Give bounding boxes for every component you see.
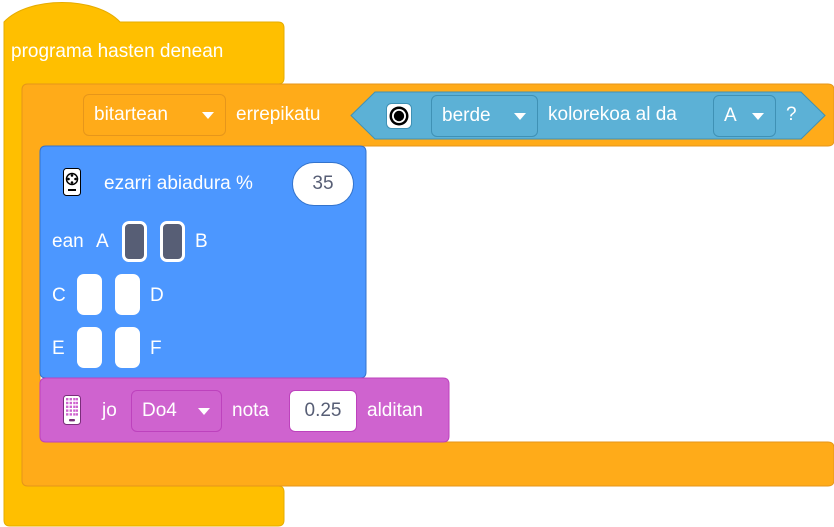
- chevron-down-icon: [752, 113, 764, 120]
- note-dropdown-label: Do4: [142, 400, 177, 421]
- color-sensor-icon: [386, 103, 412, 129]
- port-label-d: D: [150, 285, 164, 306]
- condition-question: ?: [786, 104, 797, 125]
- port-f-toggle[interactable]: [115, 327, 140, 368]
- sound-label-alditan: alditan: [367, 400, 423, 421]
- motor-pair-icon: [63, 168, 81, 196]
- port-label-a: A: [96, 231, 109, 252]
- hat-label: programa hasten denean: [11, 41, 224, 62]
- port-d-toggle[interactable]: [115, 274, 140, 315]
- port-label-b: B: [195, 231, 208, 252]
- speed-value: 35: [312, 173, 334, 194]
- color-dropdown-label: berde: [442, 105, 491, 126]
- chevron-down-icon: [514, 113, 526, 120]
- speed-value-input[interactable]: 35: [292, 162, 354, 206]
- port-dropdown[interactable]: A: [713, 95, 776, 137]
- sound-label-jo: jo: [102, 400, 117, 421]
- port-e-toggle[interactable]: [77, 327, 102, 368]
- sound-label-nota: nota: [232, 400, 269, 421]
- port-b-toggle[interactable]: [160, 221, 185, 262]
- note-dropdown[interactable]: Do4: [131, 390, 222, 432]
- port-label-c: C: [52, 285, 66, 306]
- chevron-down-icon: [198, 408, 210, 415]
- port-a-toggle[interactable]: [122, 221, 147, 262]
- port-label-e: E: [52, 338, 65, 359]
- duration-input[interactable]: 0.25: [289, 390, 357, 432]
- loop-mode-label: bitartean: [94, 104, 168, 125]
- loop-keyword: errepikatu: [236, 104, 321, 125]
- speed-label: ezarri abiadura %: [104, 173, 253, 194]
- loop-mode-dropdown[interactable]: bitartean: [83, 94, 226, 136]
- port-c-toggle[interactable]: [77, 274, 102, 315]
- duration-value: 0.25: [304, 400, 342, 421]
- chevron-down-icon: [202, 112, 214, 119]
- port-label-f: F: [150, 338, 162, 359]
- port-dropdown-label: A: [724, 105, 737, 126]
- condition-text: kolorekoa al da: [548, 104, 677, 125]
- speed-prefix: ean: [52, 231, 84, 252]
- color-dropdown[interactable]: berde: [431, 95, 538, 137]
- light-matrix-icon: [63, 395, 81, 425]
